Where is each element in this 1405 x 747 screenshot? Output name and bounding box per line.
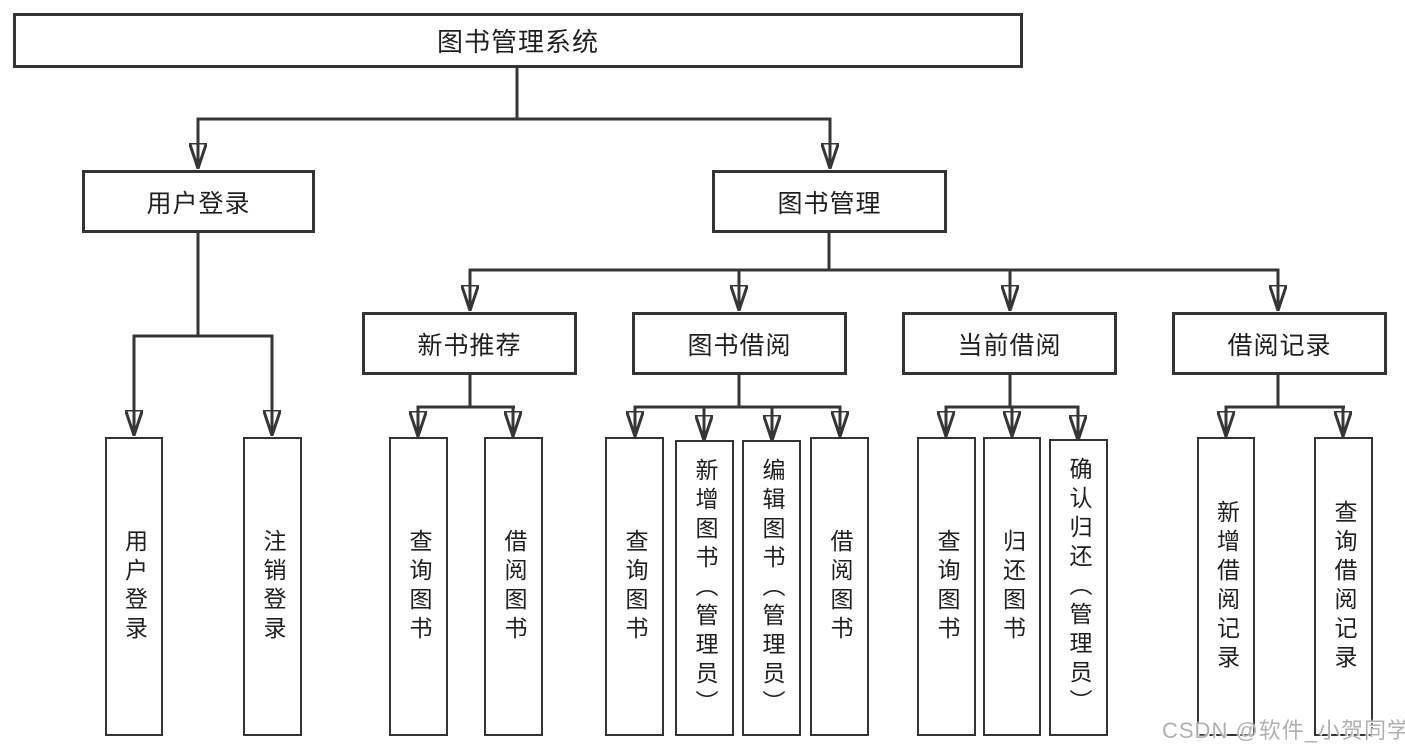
node-user-login: 用户登录: [82, 170, 315, 233]
leaf-confirm-return-admin: 确认归还（管理员）: [1049, 439, 1108, 736]
node-current-borrowing: 当前借阅: [902, 312, 1117, 375]
node-book-management: 图书管理: [712, 170, 947, 233]
leaf-logout: 注销登录: [243, 437, 302, 736]
leaf-query-books-current: 查询图书: [917, 437, 976, 736]
leaf-return-book: 归还图书: [983, 437, 1041, 736]
node-borrowing-records: 借阅记录: [1172, 312, 1387, 375]
leaf-borrow-books-recommend: 借阅图书: [484, 437, 543, 736]
csdn-watermark: CSDN @软件_小贺同学: [1162, 718, 1405, 743]
leaf-add-borrow-record: 新增借阅记录: [1197, 437, 1255, 736]
leaf-user-login: 用户登录: [105, 437, 163, 736]
leaf-borrow-books-borrow: 借阅图书: [810, 437, 869, 736]
leaf-add-book-admin: 新增图书（管理员）: [675, 440, 734, 736]
leaf-query-books-recommend: 查询图书: [389, 437, 448, 736]
node-book-borrowing: 图书借阅: [632, 312, 847, 375]
leaf-query-borrow-record: 查询借阅记录: [1314, 437, 1373, 736]
leaf-edit-book-admin: 编辑图书（管理员）: [742, 440, 801, 736]
node-library-management-system: 图书管理系统: [13, 13, 1023, 68]
node-new-book-recommendation: 新书推荐: [362, 312, 577, 375]
leaf-query-books-borrow: 查询图书: [605, 437, 664, 736]
